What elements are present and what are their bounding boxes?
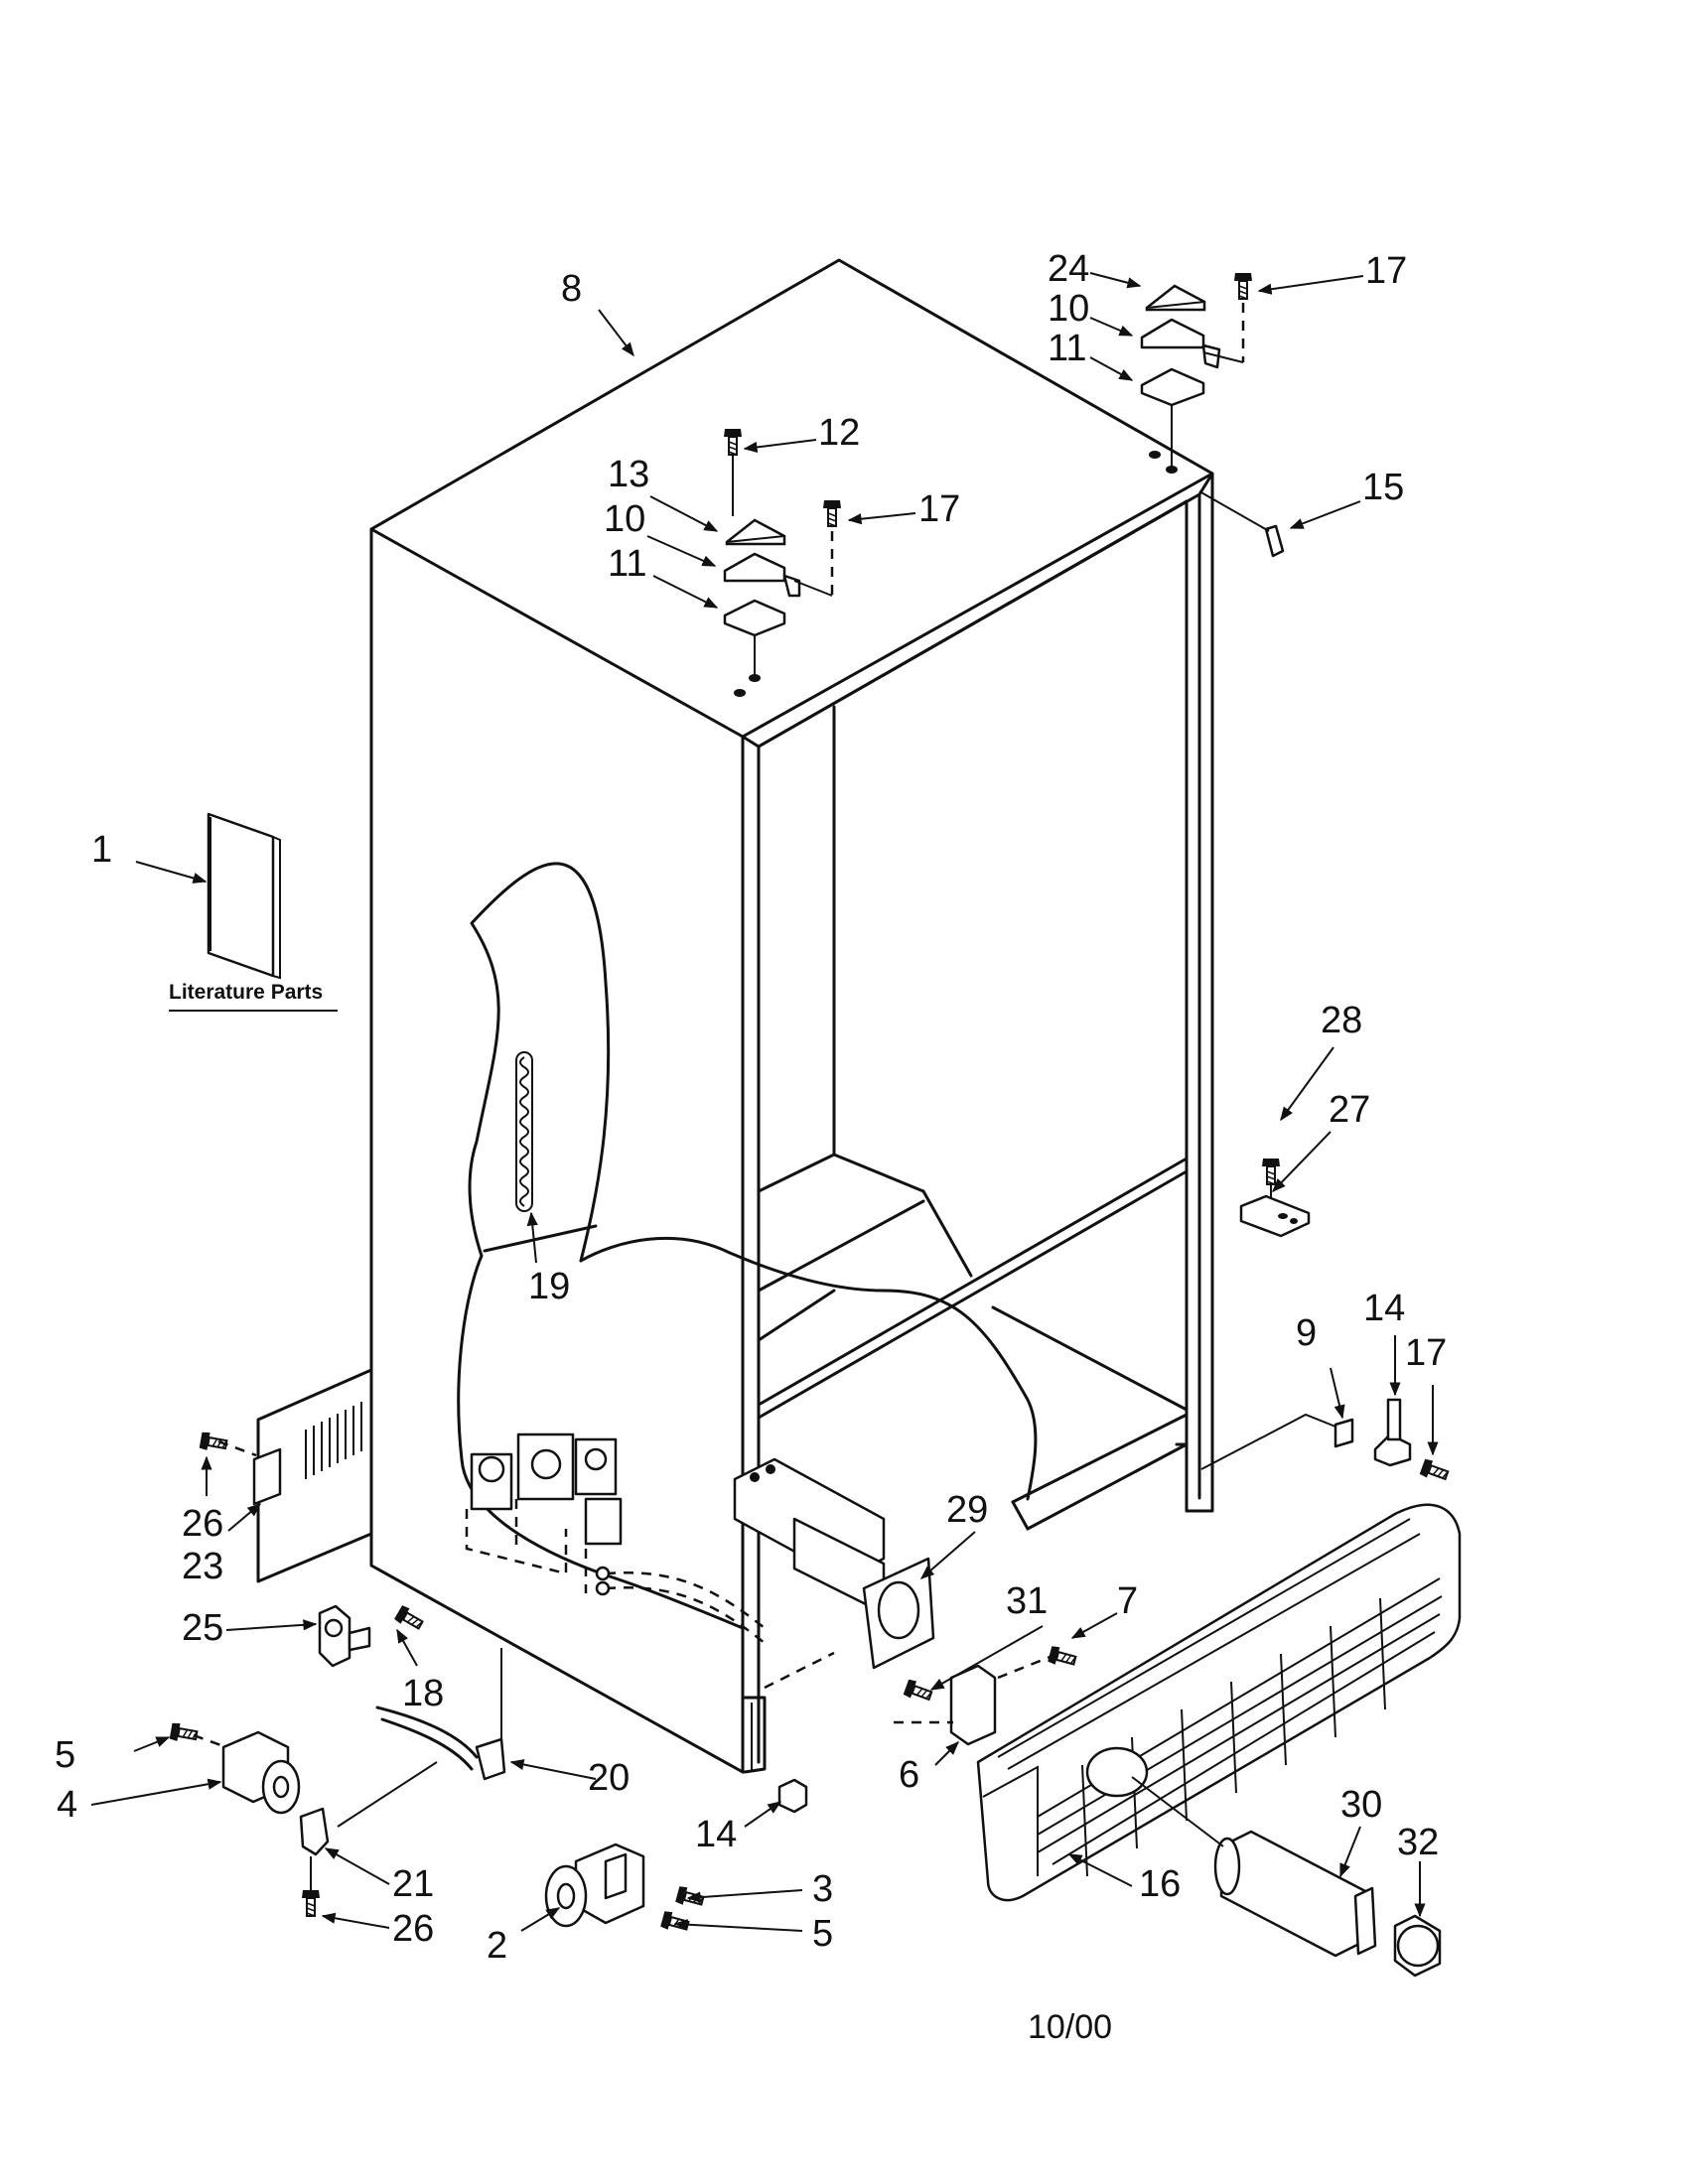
tube-clip	[299, 1807, 330, 1856]
callout-11b: 11	[1048, 328, 1086, 369]
cord-clamp	[318, 1604, 371, 1668]
callout-9: 9	[1296, 1312, 1317, 1354]
literature-booklet-icon	[207, 812, 281, 980]
callout-16: 16	[1139, 1863, 1181, 1905]
leader-arrows	[90, 272, 1439, 1932]
screw-icon	[658, 1909, 691, 1936]
water-valve-assembly	[465, 1433, 623, 1593]
toe-grille-icon	[976, 1503, 1462, 1902]
drain-heater-coil	[515, 1051, 533, 1212]
callout-18: 18	[402, 1673, 444, 1714]
leveling-bracket	[1239, 1194, 1311, 1238]
callout-17b: 17	[1365, 250, 1407, 292]
callout-3: 3	[812, 1868, 833, 1910]
callout-14a: 14	[1363, 1288, 1405, 1329]
callout-1: 1	[91, 829, 112, 871]
lower-hinge-pin	[777, 1778, 808, 1814]
water-filter-icon	[1213, 1830, 1377, 1958]
literature-caption: Literature Parts	[169, 981, 323, 1004]
callout-25: 25	[182, 1607, 223, 1649]
door-stop-clip	[1264, 524, 1285, 558]
top-hinge-right	[1140, 272, 1253, 474]
callout-6: 6	[899, 1754, 919, 1796]
callout-26b: 26	[392, 1908, 434, 1950]
cabinet-assembly	[369, 258, 1214, 1774]
callout-19: 19	[528, 1266, 570, 1307]
callout-10a: 10	[604, 498, 645, 540]
callout-4: 4	[57, 1784, 77, 1826]
electrical-bracket	[252, 1368, 373, 1583]
callout-30: 30	[1340, 1784, 1382, 1826]
callout-15: 15	[1362, 467, 1404, 508]
callout-10b: 10	[1048, 288, 1089, 330]
screw-icon	[902, 1677, 934, 1706]
callout-2: 2	[487, 1925, 507, 1967]
callout-29: 29	[946, 1489, 988, 1531]
filter-cap	[1393, 1914, 1442, 1978]
callout-26a: 26	[182, 1503, 223, 1545]
callout-14b: 14	[695, 1814, 737, 1855]
callout-5b: 5	[812, 1913, 833, 1955]
callout-31: 31	[1006, 1580, 1048, 1622]
callout-20: 20	[588, 1757, 630, 1799]
callout-13: 13	[608, 454, 649, 495]
filter-housing	[733, 1457, 935, 1670]
lower-hinge-right	[1200, 1398, 1451, 1485]
callout-labels: 8 1 12 13 10 11 17 24 10 11 17 15 28 27 …	[55, 248, 1447, 1967]
callout-5a: 5	[55, 1734, 75, 1776]
callout-24: 24	[1048, 248, 1089, 290]
callout-32: 32	[1397, 1822, 1439, 1863]
revision-date: 10/00	[1028, 2008, 1112, 2046]
callout-12: 12	[818, 412, 860, 454]
callout-28: 28	[1321, 1000, 1362, 1041]
rear-roller	[544, 1843, 645, 1928]
callout-7: 7	[1117, 1580, 1138, 1622]
top-hinge-left	[723, 428, 842, 697]
drain-tube	[337, 1648, 506, 1828]
screw-icon	[1261, 1158, 1281, 1185]
callout-21: 21	[392, 1863, 434, 1905]
callout-11a: 11	[608, 543, 646, 585]
callout-8: 8	[561, 268, 582, 310]
front-roller-left	[221, 1730, 301, 1815]
callout-27: 27	[1329, 1089, 1370, 1131]
callout-17a: 17	[918, 488, 960, 530]
screw-icon	[301, 1889, 321, 1917]
screw-icon	[392, 1603, 427, 1634]
screw-icon	[168, 1720, 200, 1745]
grille-bracket	[949, 1664, 997, 1746]
callout-23: 23	[182, 1546, 223, 1587]
callout-17c: 17	[1405, 1332, 1447, 1374]
